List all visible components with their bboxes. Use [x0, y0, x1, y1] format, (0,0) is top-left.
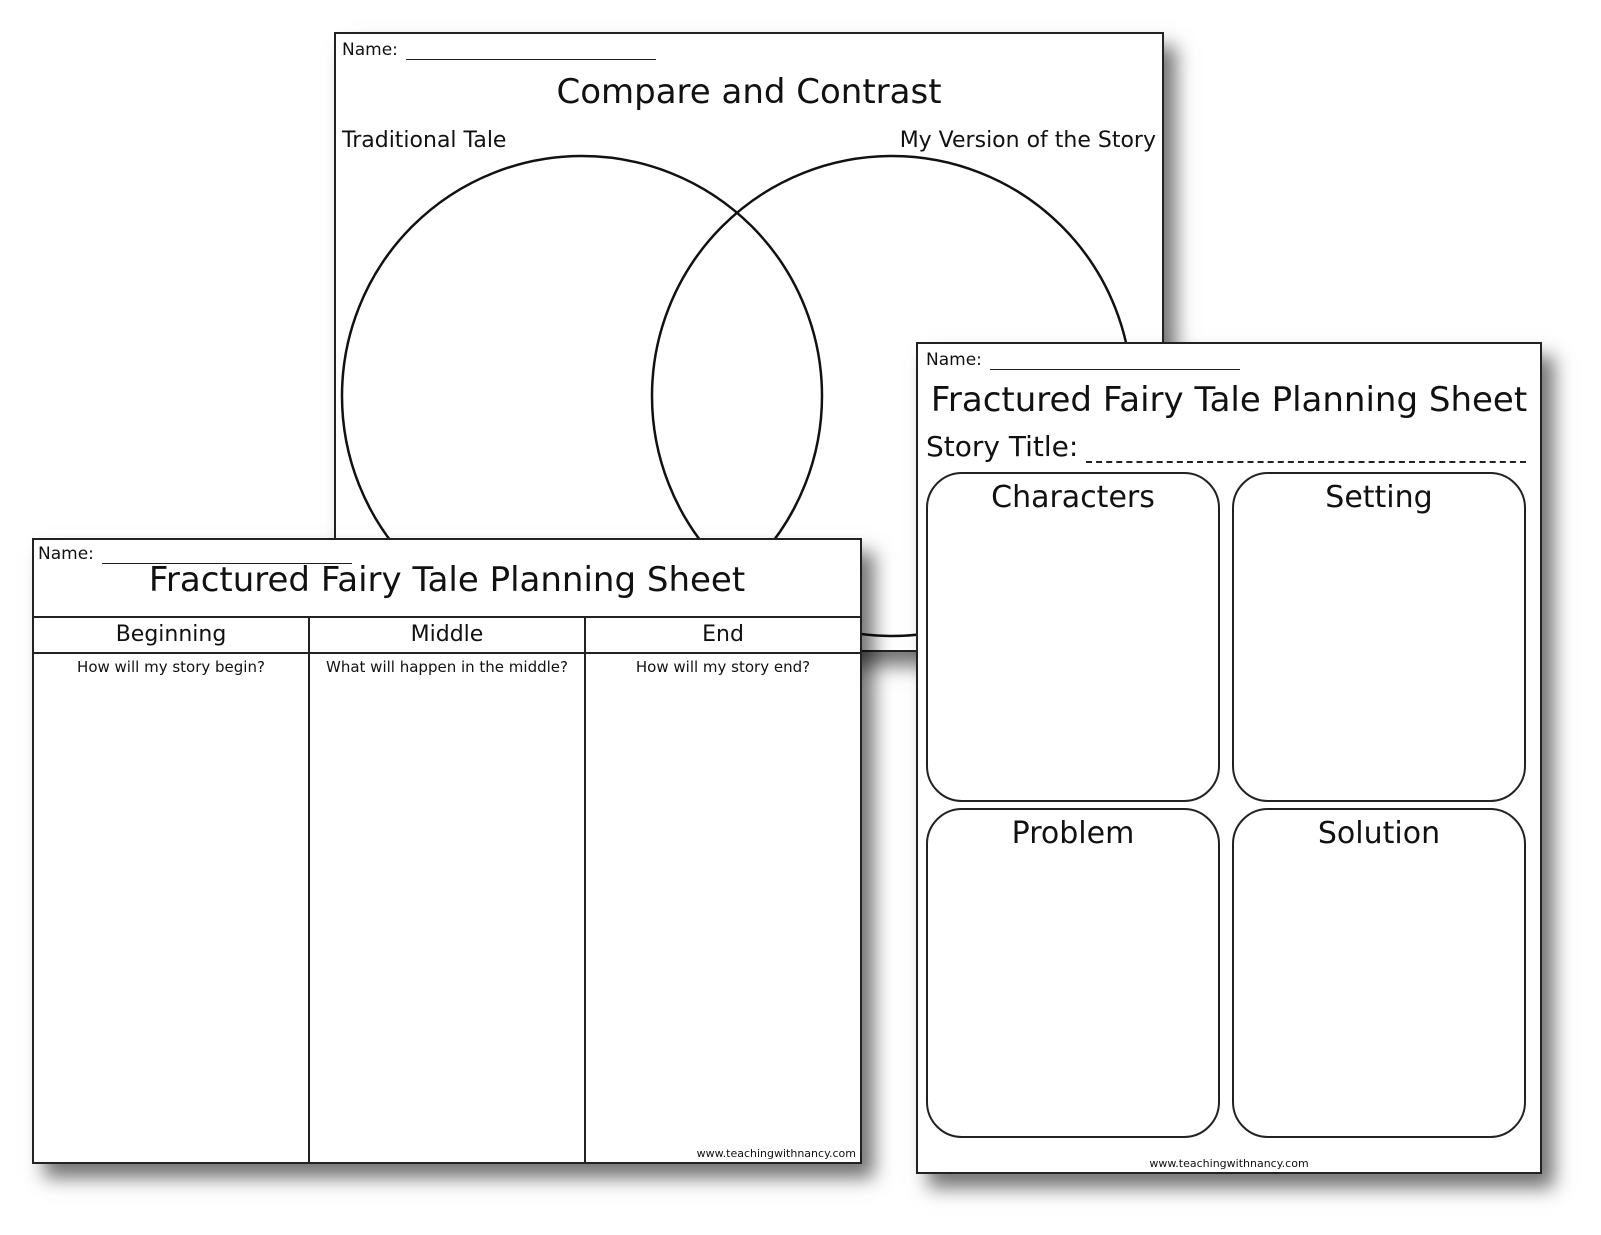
page-title: Fractured Fairy Tale Planning Sheet: [148, 560, 746, 600]
column-beginning[interactable]: How will my story begin?: [34, 652, 308, 1162]
name-line[interactable]: [989, 355, 1240, 370]
page-title: Fractured Fairy Tale Planning Sheet: [930, 380, 1528, 420]
setting-label: Setting: [1325, 480, 1433, 515]
characters-box[interactable]: Characters: [926, 472, 1220, 802]
story-elements-sheet: Name: Fractured Fairy Tale Planning Shee…: [916, 342, 1542, 1174]
story-title-label: Story Title:: [926, 430, 1079, 463]
solution-box[interactable]: Solution: [1232, 808, 1526, 1138]
characters-label: Characters: [991, 480, 1155, 515]
header-middle: Middle: [308, 618, 584, 652]
left-circle-label: Traditional Tale: [342, 128, 507, 153]
solution-label: Solution: [1317, 816, 1441, 851]
footer-url: www.teachingwithnancy.com: [1149, 1157, 1309, 1170]
bme-body: How will my story begin? What will happe…: [34, 652, 860, 1162]
header-end: End: [584, 618, 860, 652]
problem-label: Problem: [1011, 816, 1135, 851]
name-line[interactable]: [101, 549, 352, 564]
bme-header-row: Beginning Middle End: [34, 616, 860, 654]
problem-box[interactable]: Problem: [926, 808, 1220, 1138]
prompt-middle: What will happen in the middle?: [326, 658, 568, 676]
footer-url: www.teachingwithnancy.com: [696, 1147, 856, 1160]
story-title-field: Story Title:: [926, 430, 1527, 463]
name-field: Name:: [342, 40, 656, 60]
name-line[interactable]: [405, 45, 656, 60]
name-label: Name:: [342, 40, 398, 60]
story-title-line[interactable]: [1086, 441, 1527, 463]
right-circle-label: My Version of the Story: [899, 128, 1156, 153]
setting-box[interactable]: Setting: [1232, 472, 1526, 802]
name-field: Name:: [38, 544, 352, 564]
name-label: Name:: [38, 544, 94, 564]
prompt-end: How will my story end?: [635, 658, 811, 676]
column-end[interactable]: How will my story end?: [584, 652, 860, 1162]
page-title: Compare and Contrast: [556, 72, 942, 112]
column-middle[interactable]: What will happen in the middle?: [308, 652, 584, 1162]
name-label: Name:: [926, 350, 982, 370]
bme-sheet: Name: Fractured Fairy Tale Planning Shee…: [32, 538, 862, 1164]
name-field: Name:: [926, 350, 1240, 370]
header-beginning: Beginning: [115, 622, 227, 647]
prompt-beginning: How will my story begin?: [77, 658, 265, 676]
